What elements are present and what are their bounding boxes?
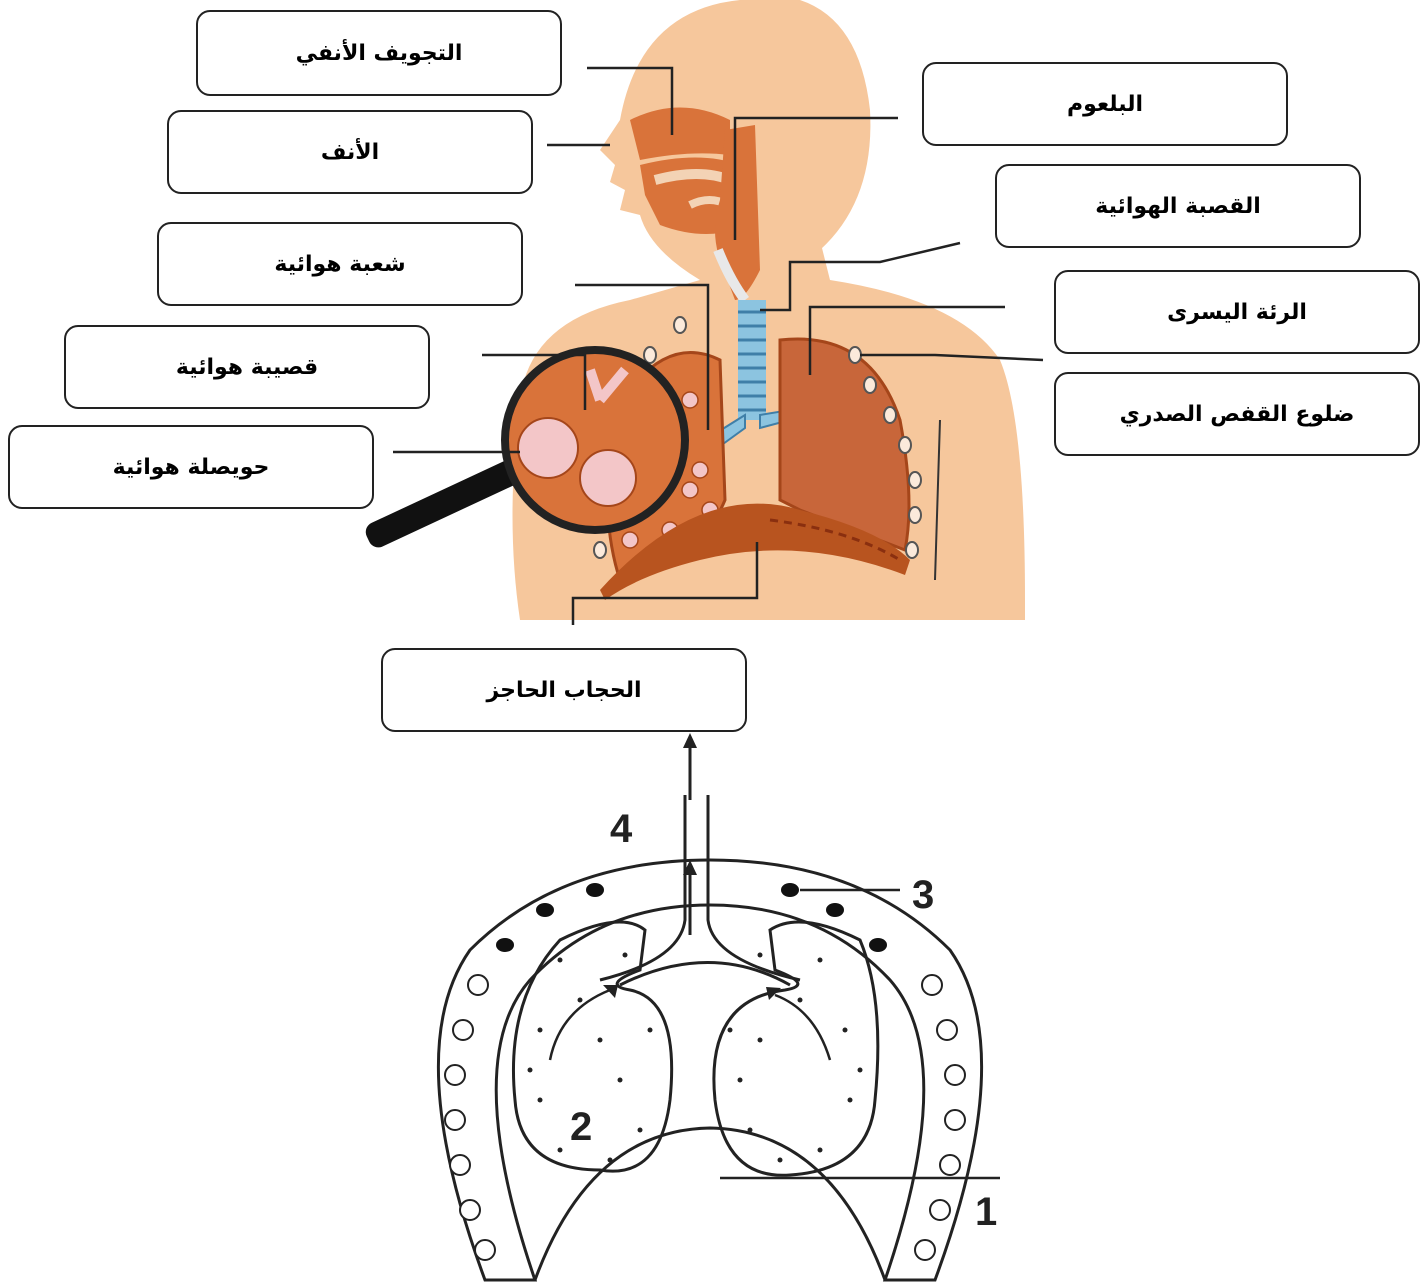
label-ribs: ضلوع القفص الصدري [1054,372,1420,456]
label-pharynx: البلعوم [922,62,1288,146]
label-nasal-cavity: التجويف الأنفي [196,10,562,96]
number-4: 4 [610,807,633,851]
number-3: 3 [912,873,934,917]
label-trachea: القصبة الهوائية [995,164,1361,248]
label-alveolus: حويصلة هوائية [8,425,374,509]
diaphragm-curve [535,1128,885,1280]
number-1: 1 [975,1190,997,1234]
right-lung-schematic [714,922,878,1175]
rib-circles [445,975,965,1260]
label-diaphragm: الحجاب الحاجز [381,648,747,732]
label-bronchus: شعبة هوائية [157,222,523,306]
number-2: 2 [570,1105,592,1149]
nasal-cavity-shape [630,108,730,161]
chest-schematic [438,745,981,1280]
label-bronchiole: قصيبة هوائية [64,325,430,409]
label-left-lung: الرئة اليسرى [1054,270,1420,354]
label-nose: الأنف [167,110,533,194]
trachea-rings [738,300,766,420]
